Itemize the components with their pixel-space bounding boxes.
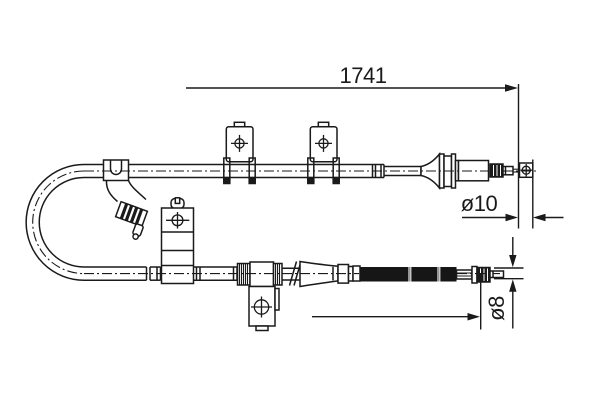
lower-diameter-label: ø8 [484, 296, 509, 321]
crosshair-barrel-tip [520, 164, 532, 177]
crosshair-markers [166, 134, 532, 318]
cable-loop [25, 163, 85, 281]
hook-pin [132, 223, 144, 240]
dimension-lower-diameter [494, 237, 524, 329]
coiled-cable-section [360, 267, 457, 282]
centerlines [32, 170, 536, 275]
cable-adjuster [236, 261, 283, 288]
crosshair-clip-2 [315, 134, 332, 152]
equalizer-bracket [160, 197, 195, 285]
clip-bracket-1 [223, 121, 256, 185]
dimension-lower-reference [312, 274, 482, 330]
dimension-total-length [186, 84, 520, 229]
total-length-label: 1741 [340, 63, 387, 88]
crosshair-adjuster-bracket [251, 296, 272, 318]
crosshair-equalizer [166, 212, 190, 229]
clip-bracket-2 [307, 121, 340, 185]
crosshair-clip-1 [231, 134, 248, 152]
adjuster-bracket [248, 285, 280, 332]
upper-diameter-label: ø10 [461, 191, 498, 216]
front-clamp-hook [102, 159, 149, 240]
lower-cable [84, 266, 300, 281]
dimension-upper-diameter [462, 159, 564, 229]
spring-section [114, 200, 149, 228]
